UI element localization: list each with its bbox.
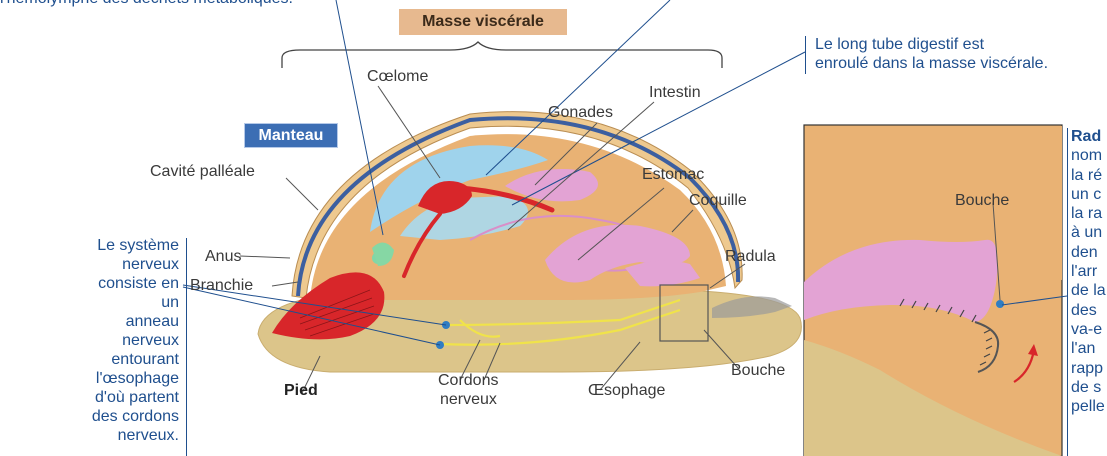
radula-note-line: l'an [1071,339,1106,358]
anus-label: Anus [205,247,241,266]
tube-note-line: Le long tube digestif est [815,35,1048,54]
radula-label: Radula [725,247,776,266]
bouche-label: Bouche [731,361,785,380]
radula-note-line: à un [1071,223,1106,242]
radula-note-line: l'arr [1071,262,1106,281]
tube-note-line: enroulé dans la masse viscérale. [815,54,1048,73]
radula-note-line: la ré [1071,166,1106,185]
tube-note-rule [805,36,806,74]
masse-viscerale-label: Masse viscérale [399,9,567,35]
nerve-note-rule [186,238,187,456]
radula-note-line: va-e [1071,320,1106,339]
nerve-note-line: d'où partent [83,388,179,407]
radula-note-line: rapp [1071,359,1106,378]
manteau-label: Manteau [244,123,338,148]
pied-label: Pied [284,381,318,400]
nerve-note-line: entourant [83,350,179,369]
intestin-label: Intestin [649,83,701,102]
nerve-system-note: Le système nerveux consiste en un anneau… [83,236,179,445]
nerve-note-line: nerveux. [83,426,179,445]
radula-note: Rad nom la ré un c la ra à un den l'arr … [1071,127,1106,416]
radula-note-line: de la [1071,281,1106,300]
bouche-inset-label: Bouche [955,191,1009,210]
radula-note-line: pelle [1071,397,1106,416]
cordons-label-1: Cordons [438,371,498,390]
top-caption: l'hémolymphe des déchets métaboliques. [0,0,293,8]
radula-note-rule [1067,128,1068,456]
nerve-note-line: nerveux [83,255,179,274]
estomac-label: Estomac [642,165,704,184]
nerve-note-line: anneau nerveux [83,312,179,350]
cordons-label-2: nerveux [440,390,497,409]
nerve-note-line: Le système [83,236,179,255]
gonades-label: Gonades [548,103,613,122]
oesophage-label: Œsophage [588,381,665,400]
radula-note-line: un c [1071,185,1106,204]
digestive-tube-note: Le long tube digestif est enroulé dans l… [815,35,1048,73]
nerve-note-line: consiste en un [83,274,179,312]
nerve-note-line: l'œsophage [83,369,179,388]
visceral-bracket [282,42,722,68]
radula-note-line: de s [1071,378,1106,397]
radula-note-line: Rad [1071,127,1106,146]
radula-note-line: la ra [1071,204,1106,223]
cavite-palleale-label: Cavité palléale [150,162,255,181]
inset-mouth-dot [996,300,1004,308]
nerve-note-line: des cordons [83,407,179,426]
radula-note-line: nom [1071,146,1106,165]
coelome-label: Cœlome [367,67,428,86]
coquille-label: Coquille [689,191,747,210]
radula-note-line: des [1071,301,1106,320]
branchie-label: Branchie [190,276,253,295]
radula-note-line: den [1071,243,1106,262]
